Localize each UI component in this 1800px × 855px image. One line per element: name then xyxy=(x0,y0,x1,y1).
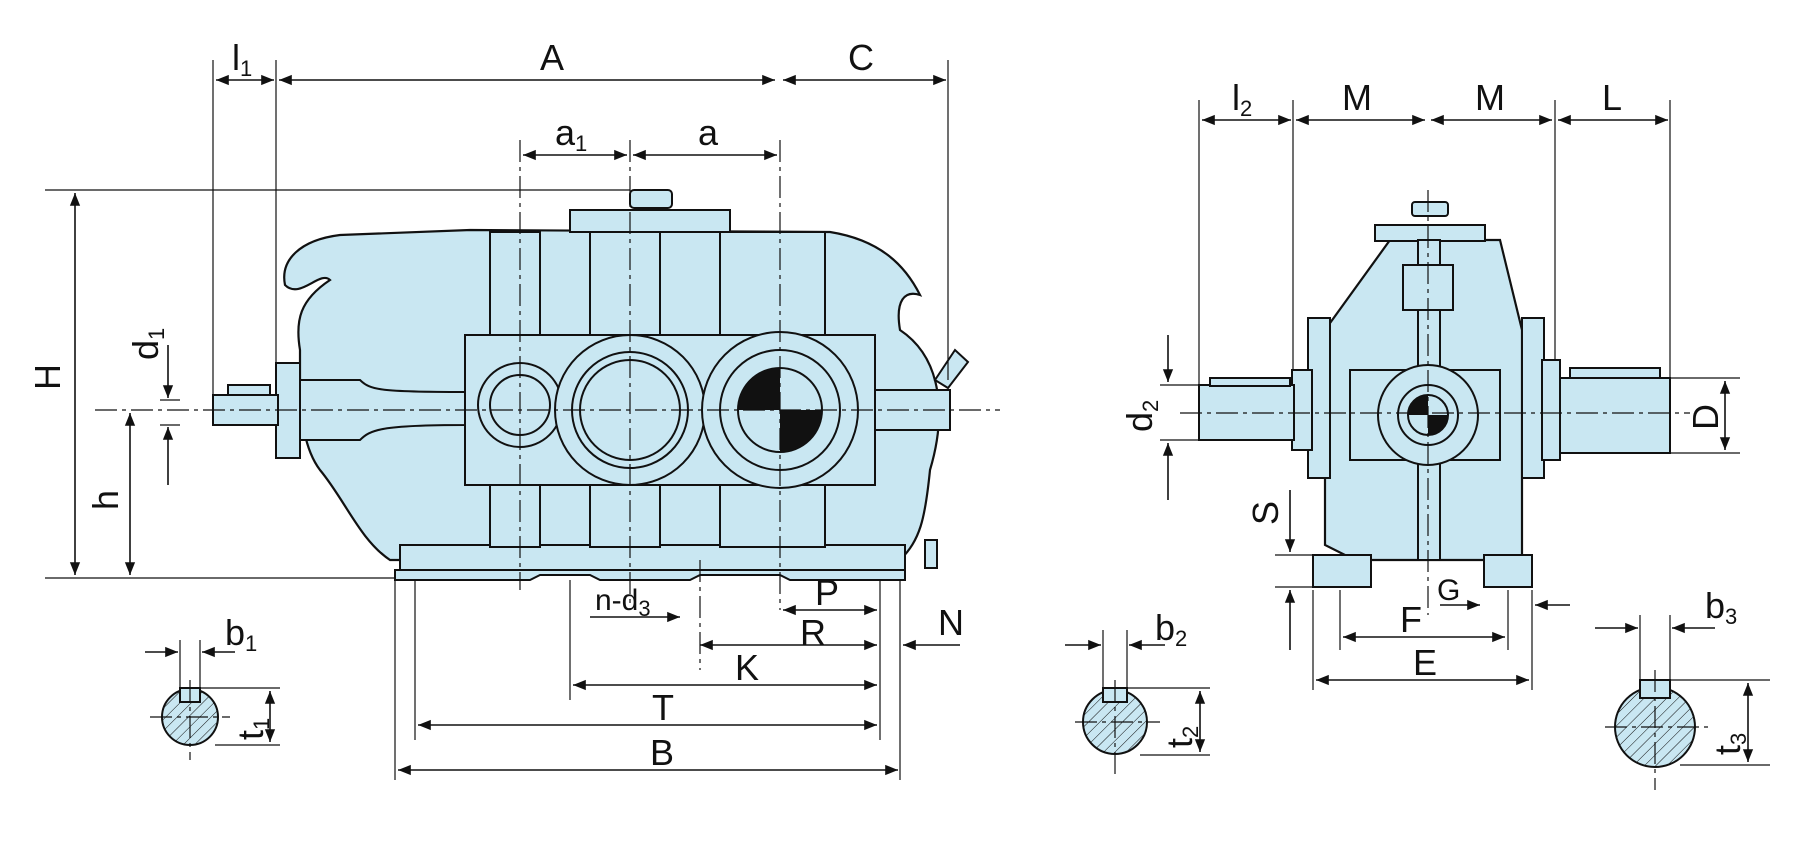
side-left-foot xyxy=(1312,554,1372,588)
dim-label-B: B xyxy=(650,732,674,773)
dim-label-l1: l1 xyxy=(232,37,252,81)
dim-label-a: a xyxy=(698,112,719,153)
front-vent xyxy=(933,348,970,390)
dim-label-L: L xyxy=(1602,77,1622,118)
front-view xyxy=(95,140,1000,670)
dim-label-n-d3: n-d3 xyxy=(595,584,651,621)
front-center-mark xyxy=(738,368,822,452)
dim-label-t1: t1 xyxy=(230,718,274,740)
dim-label-d2: d2 xyxy=(1119,400,1163,432)
dim-label-b3: b3 xyxy=(1705,585,1737,629)
front-top-cover xyxy=(569,209,731,233)
shaft-section-3: b3 t3 xyxy=(1595,585,1770,790)
side-right-foot xyxy=(1483,554,1533,588)
side-top-cover xyxy=(1374,224,1486,242)
front-breather xyxy=(629,189,673,209)
dim-label-d1: d1 xyxy=(125,328,169,360)
dim-label-H: H xyxy=(27,364,68,390)
dim-label-R: R xyxy=(800,612,826,653)
side-labels: l2 M M L D d2 S G F E xyxy=(1119,77,1726,683)
dim-label-a1: a1 xyxy=(555,112,587,156)
front-dimension-lines xyxy=(69,74,960,776)
front-labels: l1 A C a1 a H h d1 n-d3 P R N K T B xyxy=(27,37,964,773)
dim-label-t2: t2 xyxy=(1159,726,1203,748)
front-input-key xyxy=(227,384,271,396)
front-input-shaft-taper xyxy=(299,379,466,441)
dim-label-T: T xyxy=(652,687,674,728)
side-dimension-lines xyxy=(1162,114,1731,686)
dim-label-b2: b2 xyxy=(1155,607,1187,651)
shaft-section-1: b1 t1 xyxy=(145,612,280,760)
side-right-flange xyxy=(1521,317,1545,479)
dim-label-D: D xyxy=(1685,404,1726,430)
dim-label-M-right: M xyxy=(1475,77,1505,118)
dim-label-C: C xyxy=(848,37,874,78)
dim-label-E: E xyxy=(1413,642,1437,683)
dim-label-t3: t3 xyxy=(1707,733,1751,755)
dim-label-h: h xyxy=(85,490,126,510)
dim-label-S: S xyxy=(1245,501,1286,525)
dim-label-K: K xyxy=(735,647,759,688)
front-oil-plug xyxy=(924,539,938,569)
side-view xyxy=(1180,190,1690,615)
side-output-shaft xyxy=(1559,377,1671,454)
dim-label-M-left: M xyxy=(1342,77,1372,118)
shaft-section-2: b2 t2 xyxy=(1065,607,1210,775)
side-breather xyxy=(1411,201,1449,217)
dim-label-l2: l2 xyxy=(1232,77,1252,121)
dim-label-A: A xyxy=(540,37,564,78)
side-output-key xyxy=(1569,367,1661,379)
dim-label-G: G xyxy=(1437,574,1460,607)
side-input-key xyxy=(1209,377,1291,387)
dim-label-F: F xyxy=(1400,599,1422,640)
front-extension-lines xyxy=(45,60,949,780)
dim-label-b1: b1 xyxy=(225,612,257,656)
side-right-cap xyxy=(1541,359,1561,461)
front-base-feet xyxy=(394,569,906,581)
dim-label-N: N xyxy=(938,602,964,643)
side-extension-lines xyxy=(1160,100,1740,690)
dim-label-P: P xyxy=(815,572,839,613)
side-center-mark xyxy=(1408,395,1448,435)
